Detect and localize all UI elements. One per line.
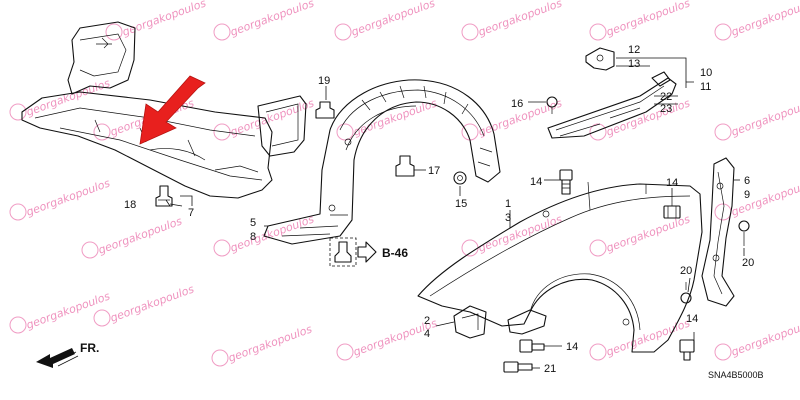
- callout-20-right: 20: [742, 257, 754, 269]
- watermark: georgakopoulos: [714, 316, 800, 361]
- callout-18: 18: [124, 199, 136, 211]
- bolt-14-right: [679, 339, 695, 361]
- clip-17: [395, 155, 415, 177]
- watermark: georgakopoulos: [81, 214, 184, 259]
- svg-text:georgakopoulos: georgakopoulos: [350, 0, 437, 39]
- bolt-14-side: [663, 196, 681, 219]
- callout-12: 12: [628, 44, 640, 56]
- callout-17: 17: [428, 165, 440, 177]
- bolt-21: [503, 361, 533, 373]
- callout-14-side: 14: [666, 177, 678, 189]
- svg-text:georgakopoulos: georgakopoulos: [730, 0, 800, 39]
- callout-3: 3: [505, 212, 511, 224]
- svg-text:georgakopoulos: georgakopoulos: [109, 282, 196, 324]
- clip-15: [453, 171, 467, 185]
- bolt-14-top: [559, 169, 573, 195]
- callout-14-top: 14: [530, 176, 542, 188]
- callout-14-lower: 14: [566, 341, 578, 353]
- callout-7: 7: [188, 207, 194, 219]
- reference-b46: B-46: [382, 246, 408, 260]
- watermark: georgakopoulos: [589, 96, 692, 141]
- watermark: georgakopoulos: [714, 96, 800, 141]
- callout-labels: 1 3 2 4 5 8 6 9 7 10 11 12 13 14 14 14 1…: [124, 44, 754, 375]
- watermark: georgakopoulos: [93, 282, 196, 327]
- bolt-20-right: [738, 220, 750, 246]
- svg-text:georgakopoulos: georgakopoulos: [229, 212, 316, 254]
- watermark: georgakopoulos: [211, 322, 314, 367]
- watermark: georgakopoulos: [213, 0, 316, 41]
- callout-23: 23: [660, 103, 672, 115]
- watermark: georgakopoulos: [9, 176, 112, 221]
- watermark: georgakopoulos: [589, 0, 692, 41]
- watermark: georgakopoulos: [9, 289, 112, 334]
- callout-10: 10: [700, 67, 712, 79]
- callout-16: 16: [511, 98, 523, 110]
- callout-5: 5: [250, 217, 256, 229]
- svg-text:georgakopoulos: georgakopoulos: [730, 316, 800, 358]
- callout-2: 2: [424, 315, 430, 327]
- watermark: georgakopoulos: [714, 176, 800, 221]
- fender-side-bracket: [701, 157, 735, 307]
- callout-19: 19: [318, 75, 330, 87]
- callout-15: 15: [455, 198, 467, 210]
- bolt-14-lower: [519, 339, 545, 353]
- svg-text:georgakopoulos: georgakopoulos: [477, 212, 564, 254]
- callout-1: 1: [505, 198, 511, 210]
- callout-6: 6: [744, 175, 750, 187]
- callout-11: 11: [700, 81, 711, 93]
- callout-20-left: 20: [680, 265, 692, 277]
- svg-text:georgakopoulos: georgakopoulos: [229, 0, 316, 39]
- svg-text:georgakopoulos: georgakopoulos: [97, 214, 184, 256]
- svg-text:georgakopoulos: georgakopoulos: [605, 96, 692, 138]
- fender-lower-bracket: [453, 305, 547, 339]
- diagram-code: SNA4B5000B: [708, 370, 764, 380]
- svg-text:georgakopoulos: georgakopoulos: [121, 0, 208, 39]
- svg-text:georgakopoulos: georgakopoulos: [25, 176, 112, 218]
- bolt-20-left: [680, 282, 692, 304]
- fender-upper-seal: [546, 47, 677, 139]
- callout-21: 21: [544, 363, 556, 375]
- watermark: georgakopoulos: [589, 212, 692, 257]
- inner-fender-liner: [263, 79, 501, 267]
- svg-text:georgakopoulos: georgakopoulos: [477, 0, 564, 39]
- watermark: georgakopoulos: [461, 0, 564, 41]
- callout-14-right: 14: [686, 313, 698, 325]
- front-marker-label: FR.: [80, 341, 99, 355]
- svg-text:georgakopoulos: georgakopoulos: [227, 322, 314, 364]
- svg-text:georgakopoulos: georgakopoulos: [605, 212, 692, 254]
- watermark: georgakopoulos: [714, 0, 800, 41]
- front-direction-marker: FR.: [36, 341, 99, 368]
- highlight-arrow: [139, 75, 206, 145]
- callout-13: 13: [628, 58, 640, 70]
- callout-4: 4: [424, 328, 430, 340]
- callout-22: 22: [660, 91, 672, 103]
- watermark: georgakopoulos: [105, 0, 208, 41]
- watermark: georgakopoulos: [461, 212, 564, 257]
- watermarks: georgakopoulos georgakopoulos georgakopo…: [9, 0, 800, 367]
- clip-19: [315, 101, 335, 119]
- callout-9: 9: [744, 189, 750, 201]
- watermark: georgakopoulos: [334, 0, 437, 41]
- clip-15-center: [457, 175, 463, 181]
- watermark: georgakopoulos: [9, 76, 112, 121]
- svg-text:georgakopoulos: georgakopoulos: [730, 176, 800, 218]
- leader-lines: [165, 57, 745, 369]
- svg-text:georgakopoulos: georgakopoulos: [605, 0, 692, 39]
- svg-text:georgakopoulos: georgakopoulos: [730, 96, 800, 138]
- callout-8: 8: [250, 231, 256, 243]
